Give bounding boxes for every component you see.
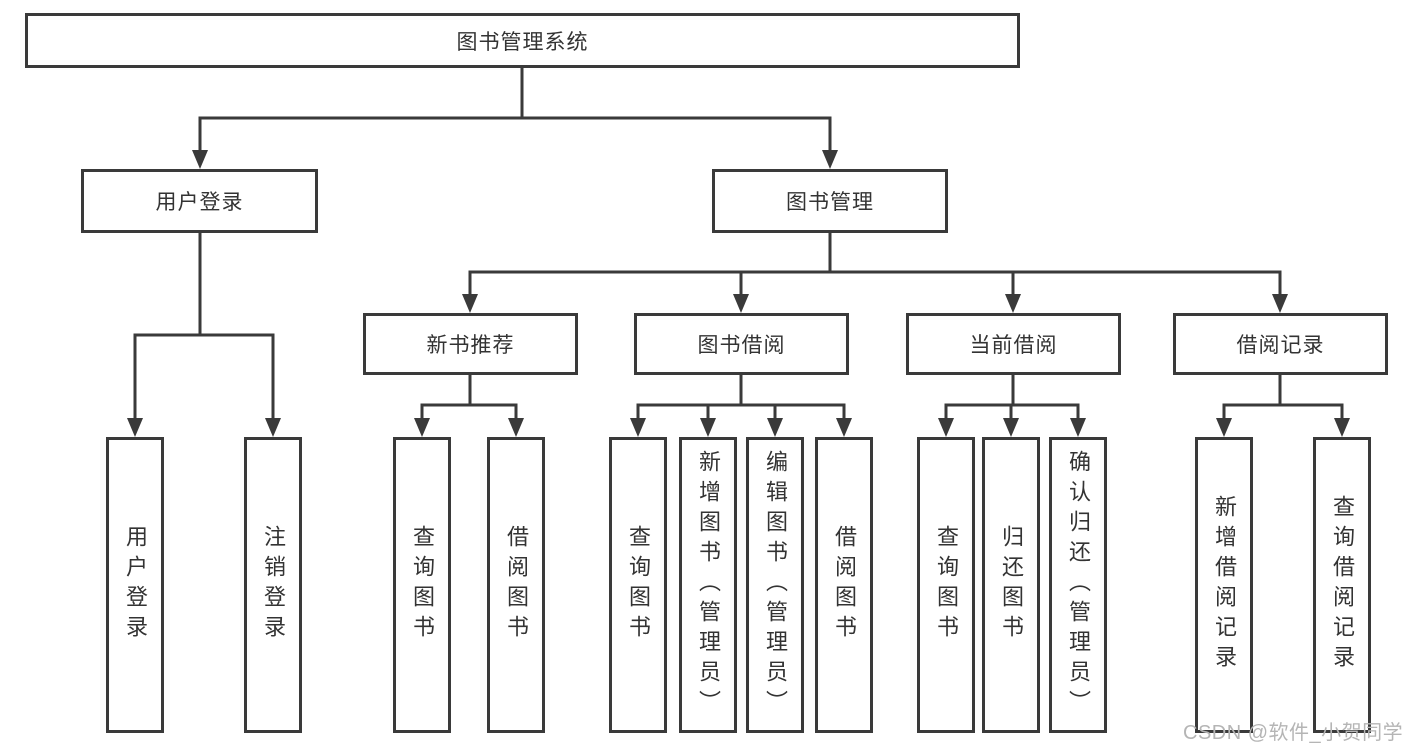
node-user-login: 用户登录 (81, 169, 318, 233)
arrowhead (1005, 294, 1021, 313)
arrowhead (733, 294, 749, 313)
node-borrowing-records: 借阅记录 (1173, 313, 1388, 375)
arrowhead (767, 418, 783, 437)
leaf-confirm-return-admin: 确认归还（管理员） (1049, 437, 1107, 733)
leaf-edit-book-admin: 编辑图书（管理员） (746, 437, 804, 733)
arrowhead (265, 418, 281, 437)
leaf-label: 新增图书（管理员） (696, 450, 721, 720)
arrowhead (414, 418, 430, 437)
leaf-query-books-current: 查询图书 (917, 437, 975, 733)
arrowhead (1272, 294, 1288, 313)
arrowhead (127, 418, 143, 437)
leaf-label: 编辑图书（管理员） (763, 450, 788, 720)
leaf-label: 借阅图书 (832, 525, 857, 645)
leaf-label: 查询图书 (934, 525, 959, 645)
arrowhead (1003, 418, 1019, 437)
leaf-return-books: 归还图书 (982, 437, 1040, 733)
leaf-label: 查询图书 (410, 525, 435, 645)
leaf-logout: 注销登录 (244, 437, 302, 733)
node-root: 图书管理系统 (25, 13, 1020, 68)
node-book-borrowing: 图书借阅 (634, 313, 849, 375)
leaf-add-borrow-record: 新增借阅记录 (1195, 437, 1253, 733)
node-book-management: 图书管理 (712, 169, 948, 233)
connector-book-borrowing (630, 375, 852, 437)
leaf-query-borrow-record: 查询借阅记录 (1313, 437, 1371, 733)
connector-book-management (462, 233, 1288, 313)
csdn-watermark: CSDN @软件_小贺同学 (1183, 722, 1404, 744)
leaf-label: 新增借阅记录 (1212, 495, 1237, 675)
arrowhead (192, 150, 208, 169)
leaf-query-books-recommend: 查询图书 (393, 437, 451, 733)
leaf-borrow-books-recommend: 借阅图书 (487, 437, 545, 733)
arrowhead (938, 418, 954, 437)
arrowhead (836, 418, 852, 437)
node-new-book-recommendation: 新书推荐 (363, 313, 578, 375)
connector-current-borrowing (938, 375, 1086, 437)
arrowhead (462, 294, 478, 313)
leaf-user-login: 用户登录 (106, 437, 164, 733)
node-current-borrowing: 当前借阅 (906, 313, 1121, 375)
connector-root (192, 66, 838, 169)
arrowhead (1216, 418, 1232, 437)
leaf-query-books-borrowing: 查询图书 (609, 437, 667, 733)
connector-new-book-recommendation (414, 375, 524, 437)
connector-borrowing-records (1216, 375, 1350, 437)
arrowhead (700, 418, 716, 437)
leaf-label: 确认归还（管理员） (1066, 450, 1091, 720)
connector-user-login (127, 233, 281, 437)
leaf-label: 查询借阅记录 (1330, 495, 1355, 675)
leaf-add-book-admin: 新增图书（管理员） (679, 437, 737, 733)
arrowhead (1334, 418, 1350, 437)
leaf-label: 注销登录 (261, 525, 286, 645)
arrowhead (1070, 418, 1086, 437)
arrowhead (630, 418, 646, 437)
leaf-label: 借阅图书 (504, 525, 529, 645)
leaf-borrow-books: 借阅图书 (815, 437, 873, 733)
leaf-label: 归还图书 (999, 525, 1024, 645)
arrowhead (508, 418, 524, 437)
arrowhead (822, 150, 838, 169)
leaf-label: 查询图书 (626, 525, 651, 645)
leaf-label: 用户登录 (123, 525, 148, 645)
